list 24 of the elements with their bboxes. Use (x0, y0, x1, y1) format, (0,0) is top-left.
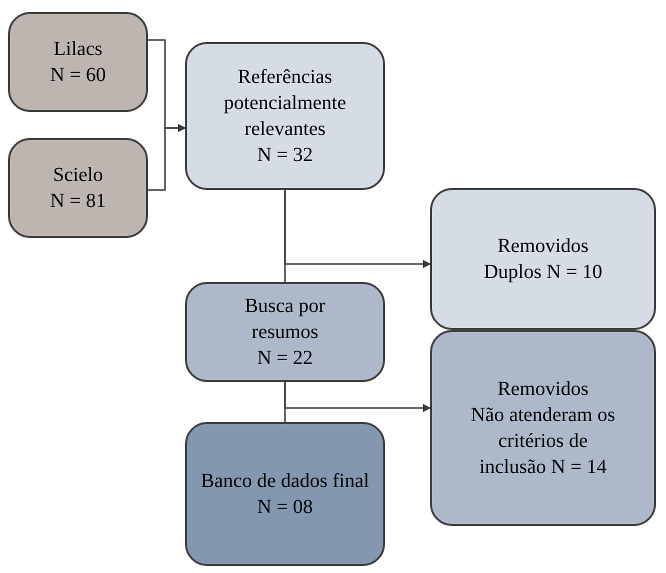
connector-line (284, 382, 286, 422)
box-label: Removidos (496, 234, 590, 259)
process-box (430, 330, 656, 526)
process-box (185, 282, 385, 382)
process-box (185, 422, 385, 566)
process-box (8, 138, 148, 238)
process-box (8, 12, 148, 112)
box-label: N = 81 (49, 189, 107, 214)
connector-line (284, 190, 286, 282)
box-label: Duplos N = 10 (482, 260, 604, 285)
box-label: Banco de dados final (200, 469, 370, 494)
process-box (430, 188, 656, 330)
box-label: Referências potencialmente relevantes (222, 65, 348, 142)
box-label: N = 60 (49, 63, 107, 88)
box-label: N = 08 (256, 495, 314, 520)
box-label: Scielo (52, 163, 104, 188)
process-box (185, 42, 385, 190)
box-label: N = 22 (256, 346, 314, 371)
box-label: Busca por resumos (244, 294, 326, 345)
box-label: N = 32 (256, 143, 314, 168)
box-label: Lilacs (52, 37, 104, 62)
box-label: Removidos (496, 377, 590, 402)
box-label: Não atenderam os critérios de inclusão N = 14 (470, 403, 616, 480)
arrow (148, 124, 186, 191)
